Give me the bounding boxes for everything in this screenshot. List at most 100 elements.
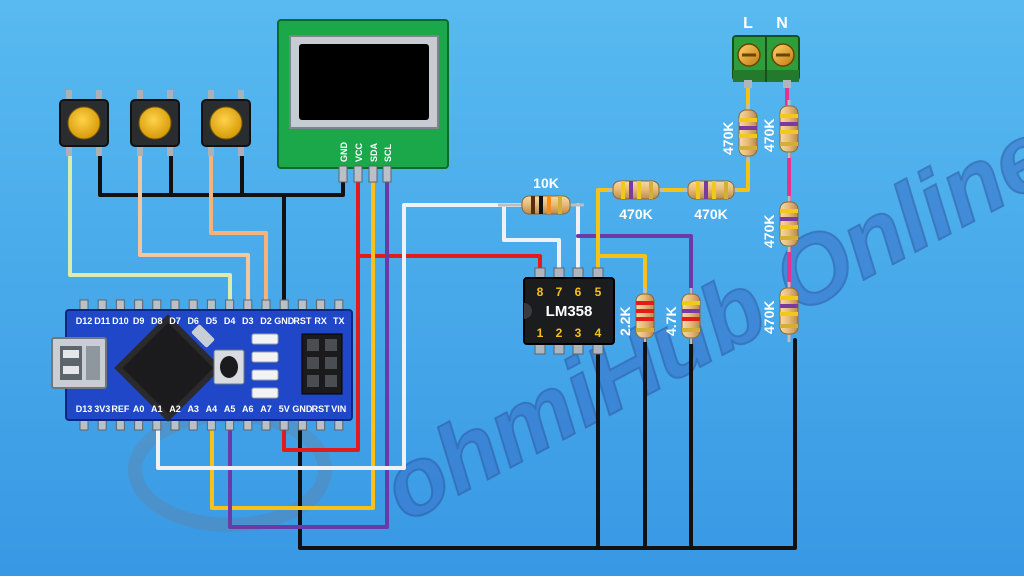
- nano-top-pin-label: GND: [274, 316, 295, 326]
- wire-5v: [282, 254, 360, 452]
- push-button-3[interactable]: [201, 90, 251, 156]
- resistor-470k-vl: 470K: [720, 104, 758, 162]
- wire-vcc-opamp: [356, 176, 542, 277]
- nano-top-pin-label: TX: [333, 316, 345, 326]
- nano-bottom-pin-label: A7: [260, 404, 272, 414]
- nano-top-pin-label: D8: [151, 316, 163, 326]
- push-button-2[interactable]: [130, 90, 180, 156]
- nano-bottom-pin-label: VIN: [331, 404, 346, 414]
- nano-top-pin-label: D9: [133, 316, 145, 326]
- opamp-pin-7: 7: [556, 285, 563, 299]
- nano-bottom-pin-label: 3V3: [94, 404, 110, 414]
- nano-top-pin-label: D11: [94, 316, 110, 326]
- nano-top-pin-label: RX: [314, 316, 327, 326]
- opamp-pin-4: 4: [595, 326, 602, 340]
- opamp-bottom-pin-numbers: 1 2 3 4: [537, 326, 602, 340]
- crystal: [191, 324, 215, 348]
- nano-top-pin-label: D7: [169, 316, 181, 326]
- opamp-pin-2: 2: [556, 326, 563, 340]
- wires: [68, 82, 797, 550]
- resistor-470k-vn2: 470K: [761, 196, 799, 252]
- nano-top-pin-label: D3: [242, 316, 254, 326]
- icsp-header: [301, 333, 343, 395]
- resistor-470k-h1: 470K: [608, 180, 664, 222]
- resistor-470k-vn1-label: 470K: [761, 119, 777, 152]
- nano-top-pin-label: D12: [76, 316, 93, 326]
- oled-pin-sda: SDA: [369, 142, 379, 162]
- nano-bottom-pin-label: A1: [151, 404, 163, 414]
- push-button-1[interactable]: [59, 90, 109, 156]
- resistor-10k-label: 10K: [533, 175, 559, 191]
- opamp-pin-5: 5: [595, 285, 602, 299]
- wire-gnd-oled: [282, 176, 345, 197]
- nano-top-pin-label: D5: [206, 316, 218, 326]
- oled-screen: [299, 44, 429, 120]
- oled-pin-labels: GND VCC SDA SCL: [339, 142, 393, 163]
- opamp-pin-6: 6: [575, 285, 582, 299]
- wire-a1-out: [156, 203, 522, 470]
- wire-btn1-d4: [68, 148, 232, 312]
- resistor-470k-vl-label: 470K: [720, 122, 736, 155]
- resistor-10k: 10K: [498, 175, 584, 215]
- wire-gnd-main: [298, 338, 797, 550]
- opamp-name: LM358: [546, 303, 593, 320]
- microcontroller-chip: [114, 314, 222, 422]
- opamp-top-pin-numbers: 8 7 6 5: [537, 285, 602, 299]
- reset-button[interactable]: [213, 349, 245, 385]
- terminal-l-label: L: [743, 15, 753, 32]
- terminal-block: L N: [732, 15, 800, 88]
- nano-bottom-pin-label: A2: [169, 404, 181, 414]
- opamp-pin-1: 1: [537, 326, 544, 340]
- wire-pin5-divider: [596, 188, 614, 277]
- resistor-470k-h1-label: 470K: [619, 206, 652, 222]
- push-buttons: [59, 90, 251, 156]
- nano-bottom-pin-label: 5V: [279, 404, 290, 414]
- wire-pin5-r2k2: [596, 254, 647, 294]
- nano-bottom-pin-label: RST: [312, 404, 331, 414]
- wire-sda-a4: [210, 176, 375, 510]
- wire-pin6-r4k7: [576, 234, 693, 294]
- wire-gnd-buttons: [98, 148, 286, 312]
- resistor-470k-h2-label: 470K: [694, 206, 727, 222]
- nano-bottom-pin-label: REF: [111, 404, 130, 414]
- nano-bottom-pin-label: D13: [76, 404, 93, 414]
- wire-btn2-d3: [138, 148, 250, 312]
- nano-bottom-pin-label: A0: [133, 404, 145, 414]
- oled-pin-vcc: VCC: [354, 142, 364, 162]
- oled-display: GND VCC SDA SCL: [277, 19, 449, 183]
- resistor-4k7: 4.7K: [663, 288, 701, 344]
- resistor-470k-vn1: 470K: [761, 100, 799, 158]
- wire-scl-a5: [228, 176, 389, 529]
- wire-10k-pin7: [502, 203, 561, 277]
- resistor-4k7-label: 4.7K: [663, 306, 679, 336]
- opamp-pin-8: 8: [537, 285, 544, 299]
- status-leds: [251, 333, 279, 399]
- nano-bottom-pin-label: A5: [224, 404, 236, 414]
- opamp-pin-3: 3: [575, 326, 582, 340]
- nano-bottom-pin-label: A4: [206, 404, 218, 414]
- resistor-2k2: 2.2K: [617, 288, 655, 342]
- nano-top-pin-label: D2: [260, 316, 272, 326]
- nano-bottom-pin-label: GND: [292, 404, 313, 414]
- nano-top-pin-label: D10: [112, 316, 129, 326]
- wire-btn3-d2: [209, 148, 268, 312]
- nano-bottom-pin-label: A3: [187, 404, 199, 414]
- oled-pin-scl: SCL: [383, 143, 393, 162]
- resistor-470k-vn3: 470K: [761, 282, 799, 342]
- terminal-n-label: N: [776, 15, 788, 32]
- resistor-470k-vn3-label: 470K: [761, 301, 777, 334]
- nano-bottom-pin-label: A6: [242, 404, 254, 414]
- resistor-470k-vn2-label: 470K: [761, 215, 777, 248]
- nano-top-pin-label: D4: [224, 316, 236, 326]
- oled-header: [338, 165, 392, 183]
- opamp-lm358: 8 7 6 5 LM358 1 2 3 4: [523, 267, 615, 355]
- nano-top-pin-label: D6: [187, 316, 199, 326]
- resistors: 10K 470K 470K 470K: [498, 100, 799, 344]
- usb-port[interactable]: [51, 337, 107, 389]
- resistor-470k-h2: 470K: [684, 180, 738, 222]
